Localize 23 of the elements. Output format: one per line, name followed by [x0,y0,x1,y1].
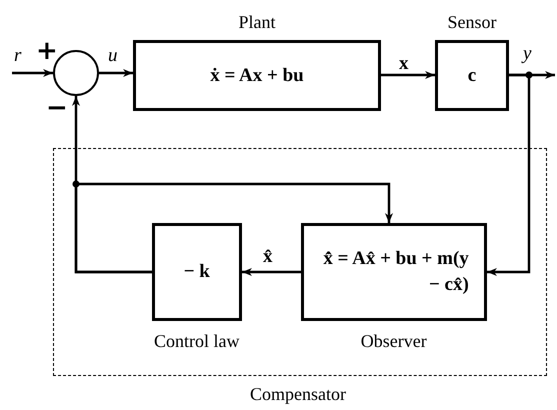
formula: c [468,64,476,88]
edge-label: y [523,44,532,63]
arrow [12,69,53,77]
arrow [487,74,530,276]
sign-label: − [46,95,68,121]
edge-label: u [108,46,118,65]
sign-label: + [36,38,58,64]
arrow [242,268,301,276]
arrow [381,71,435,79]
arrow [74,182,393,274]
edge-label: x̂ [263,247,272,266]
block-title: Observer [360,332,427,350]
block-title: Compensator [250,385,346,403]
formula: x̂̇ = Ax̂ + bu + m(y − cx̂) [322,247,469,297]
arrow [99,69,133,77]
edge-label: x [399,54,408,73]
formula: − k [184,260,210,284]
edge-label: r [14,46,22,65]
formula: ẋ = Ax + bu [210,64,304,88]
summing-junction [53,50,99,96]
block-title: Plant [238,13,276,31]
block-title: Control law [154,332,240,350]
block-title: Sensor [448,13,496,31]
